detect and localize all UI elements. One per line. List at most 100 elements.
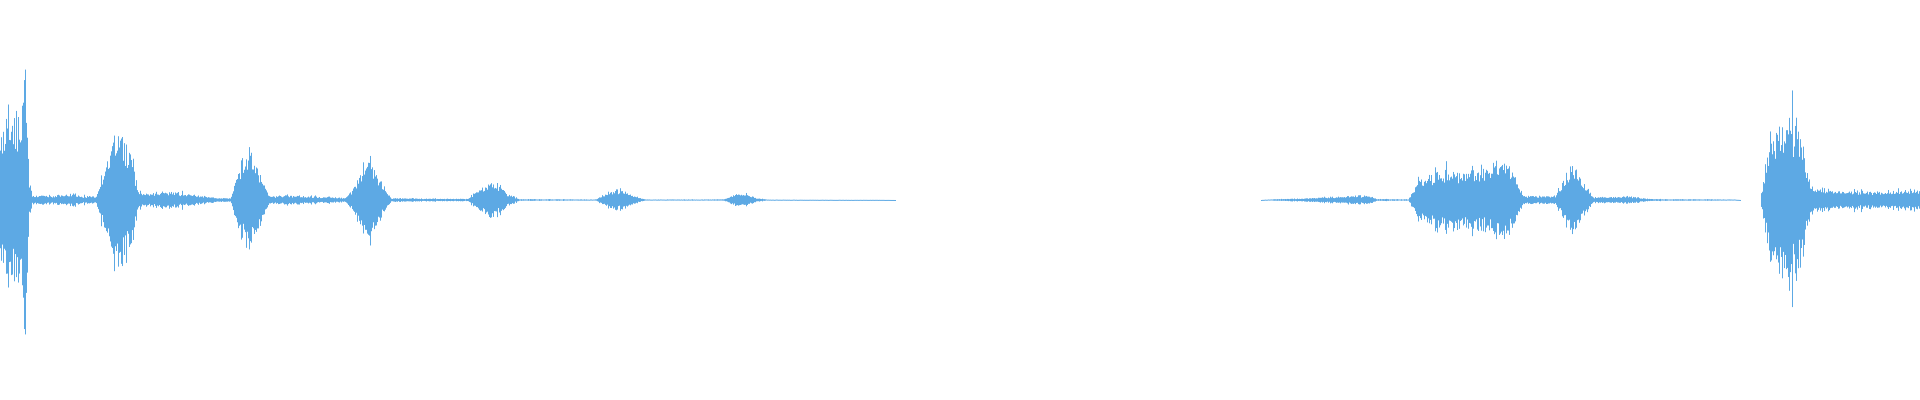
waveform-sample-bar xyxy=(1738,199,1739,201)
waveform-sample-bar xyxy=(1680,199,1681,201)
waveform-sample-bar xyxy=(1597,197,1598,203)
waveform-sample-bar xyxy=(63,196,64,205)
waveform-sample-bar xyxy=(1853,193,1854,208)
waveform-sample-bar xyxy=(1676,199,1677,201)
waveform-sample-bar xyxy=(1443,178,1444,224)
waveform-sample-bar xyxy=(301,197,302,204)
waveform-sample-bar xyxy=(1299,198,1300,202)
waveform-sample-bar xyxy=(1514,177,1515,224)
waveform-sample-bar xyxy=(1739,199,1740,201)
waveform-sample-bar xyxy=(1630,197,1631,203)
waveform-sample-bar xyxy=(466,198,467,202)
waveform-sample-bar xyxy=(1413,192,1414,208)
waveform-sample-bar xyxy=(1596,198,1597,202)
waveform-sample-bar xyxy=(1288,198,1289,202)
waveform-sample-bar xyxy=(1372,196,1373,203)
waveform-sample-bar xyxy=(612,194,613,207)
waveform-sample-bar xyxy=(1433,182,1434,219)
waveform-sample-bar xyxy=(1389,199,1390,201)
waveform-sample-bar xyxy=(87,196,88,204)
waveform-sample-bar xyxy=(754,197,755,203)
waveform-sample-bar xyxy=(1717,199,1718,201)
waveform-sample-bar xyxy=(130,154,131,245)
waveform-sample-bar xyxy=(1668,199,1669,201)
waveform-sample-bar xyxy=(747,195,748,205)
waveform-sample-bar xyxy=(171,191,172,208)
waveform-sample-bar xyxy=(1856,192,1857,208)
waveform-sample-bar xyxy=(538,199,539,201)
waveform-sample-bar xyxy=(321,198,322,202)
waveform-sample-bar xyxy=(1463,173,1464,226)
waveform-sample-bar xyxy=(252,169,253,228)
waveform-sample-bar xyxy=(555,199,556,201)
waveform-sample-bar xyxy=(710,199,711,201)
waveform-sample-bar xyxy=(799,199,800,201)
waveform-sample-bar xyxy=(786,199,787,201)
waveform-sample-bar xyxy=(452,198,453,202)
waveform-sample-bar xyxy=(1896,191,1897,209)
waveform-sample-bar xyxy=(1377,199,1378,201)
waveform-sample-bar xyxy=(576,199,577,201)
waveform-sample-bar xyxy=(613,192,614,209)
waveform-sample-bar xyxy=(1310,198,1311,202)
waveform-sample-bar xyxy=(245,166,246,233)
waveform-sample-bar xyxy=(1882,193,1883,207)
waveform-sample-bar xyxy=(806,199,807,201)
waveform-sample-bar xyxy=(700,199,701,201)
waveform-sample-bar xyxy=(1581,185,1582,214)
waveform-sample-bar xyxy=(1673,199,1674,201)
waveform-sample-bar xyxy=(1542,196,1543,204)
waveform-sample-bar xyxy=(1343,197,1344,203)
waveform-sample-bar xyxy=(609,194,610,207)
waveform-sample-bar xyxy=(1578,180,1579,220)
waveform-sample-bar xyxy=(68,196,69,204)
waveform-sample-bar xyxy=(1461,177,1462,221)
waveform-sample-bar xyxy=(601,197,602,203)
waveform-sample-bar xyxy=(380,181,381,221)
waveform-sample-bar xyxy=(1551,196,1552,204)
waveform-sample-bar xyxy=(1465,181,1466,218)
waveform-sample-bar xyxy=(218,198,219,202)
waveform-sample-bar xyxy=(290,195,291,205)
waveform-sample-bar xyxy=(34,197,35,204)
waveform-sample-bar xyxy=(1347,196,1348,204)
waveform-sample-bar xyxy=(174,195,175,205)
waveform-sample-bar xyxy=(394,198,395,202)
waveform-sample-bar xyxy=(1830,190,1831,209)
waveform-sample-bar xyxy=(1395,199,1396,201)
waveform-sample-bar xyxy=(1872,195,1873,206)
waveform-sample-bar xyxy=(1908,191,1909,209)
waveform-sample-bar xyxy=(1396,199,1397,201)
waveform-sample-bar xyxy=(1711,199,1712,201)
waveform-sample-bar xyxy=(264,185,265,215)
waveform-sample-bar xyxy=(764,199,765,201)
waveform-sample-bar xyxy=(1918,193,1919,207)
waveform-sample-bar xyxy=(175,192,176,208)
waveform-sample-bar xyxy=(30,185,31,213)
waveform-sample-bar xyxy=(536,199,537,201)
waveform-sample-bar xyxy=(1342,197,1343,203)
waveform-sample-bar xyxy=(188,194,189,206)
waveform-sample-bar xyxy=(652,199,653,201)
waveform-sample-bar xyxy=(1584,184,1585,216)
waveform-sample-bar xyxy=(9,139,10,263)
waveform-sample-bar xyxy=(1426,183,1427,217)
waveform-sample-bar xyxy=(853,199,854,201)
waveform-sample-bar xyxy=(1532,196,1533,204)
waveform-sample-bar xyxy=(669,199,670,201)
waveform-sample-bar xyxy=(1622,196,1623,203)
waveform-sample-bar xyxy=(353,188,354,211)
waveform-sample-bar xyxy=(704,199,705,201)
waveform-sample-bar xyxy=(1320,197,1321,203)
waveform-sample-bar xyxy=(627,193,628,207)
waveform-sample-bar xyxy=(875,199,876,201)
waveform-sample-bar xyxy=(20,142,21,260)
waveform-sample-bar xyxy=(1382,199,1383,201)
waveform-sample-bar xyxy=(735,195,736,207)
waveform-sample-bar xyxy=(879,199,880,201)
waveform-sample-bar xyxy=(718,199,719,201)
waveform-sample-bar xyxy=(1601,197,1602,203)
waveform-sample-bar xyxy=(214,198,215,202)
waveform-sample-bar xyxy=(303,196,304,205)
waveform-sample-bar xyxy=(54,197,55,203)
